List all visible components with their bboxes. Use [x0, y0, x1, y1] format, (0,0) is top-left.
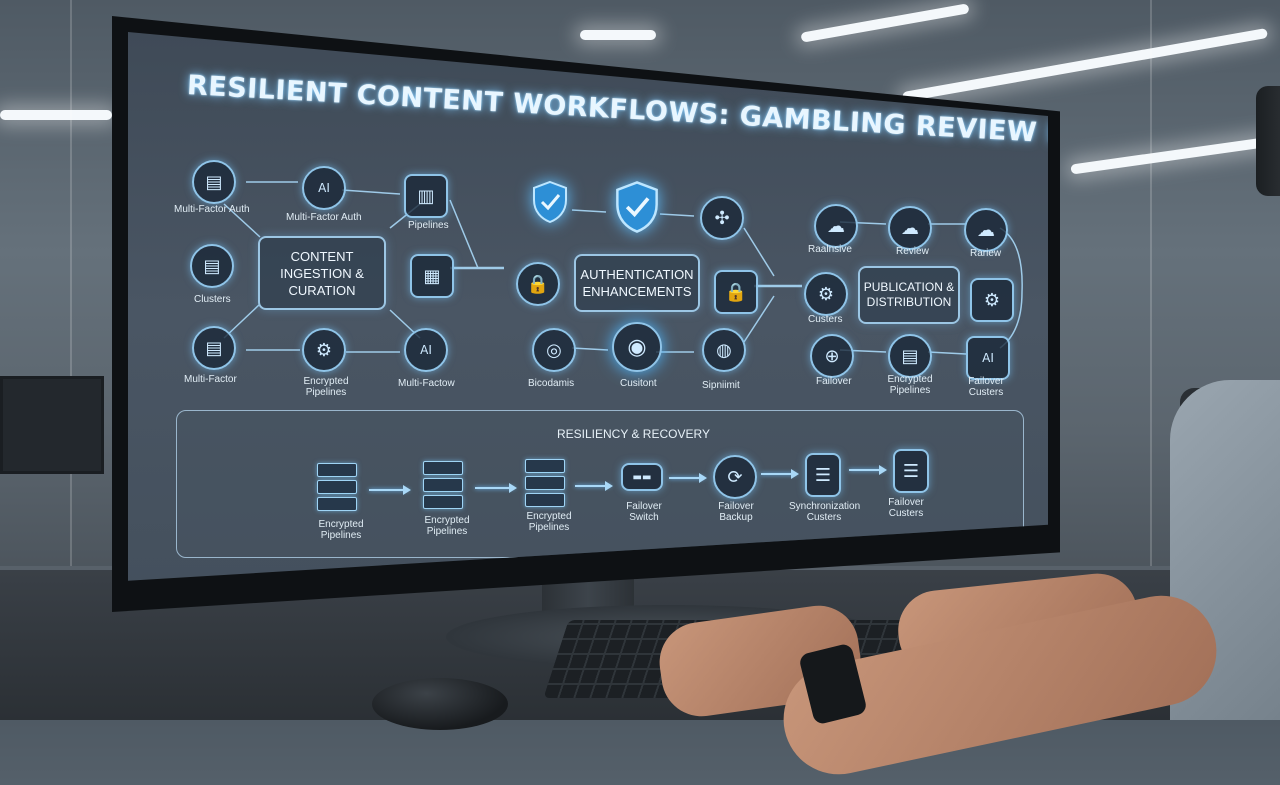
lock-icon: 🔒 — [714, 270, 758, 314]
cloud-icon: ☁ — [814, 204, 858, 248]
network-switch-icon: ▬▬ — [621, 463, 663, 491]
node-label: Sipniimit — [702, 380, 740, 391]
computer-mouse — [372, 678, 508, 730]
shield-check-icon — [612, 180, 662, 234]
cloud-icon: ☁ — [964, 208, 1008, 252]
node-label: Failover Custers — [888, 497, 924, 519]
server-rack-icon: ▦ — [410, 254, 454, 298]
document-icon: ▤ — [190, 244, 234, 288]
node-label: Synchronization Custers — [789, 501, 861, 523]
document-icon: ▥ — [404, 174, 448, 218]
node-label: Review — [896, 246, 929, 257]
flow-arrow — [669, 473, 707, 483]
monitor-screen: RESILIENT CONTENT WORKFLOWS: GAMBLING RE… — [128, 32, 1048, 581]
recovery-title: RESILIENCY & RECOVERY — [557, 427, 710, 441]
node-label: Encrypted Pipelines — [887, 374, 933, 396]
ceiling-light — [800, 3, 970, 43]
ceiling-light — [1070, 135, 1280, 175]
gear-icon: ⚙ — [970, 278, 1014, 322]
connector-lines — [223, 181, 1023, 355]
node-label: Bicodamis — [528, 378, 575, 389]
glass-partition — [1150, 0, 1152, 720]
database-icon: ☰ — [893, 449, 929, 493]
node-label: Pipelines — [408, 220, 449, 231]
server-rack-icon — [317, 463, 357, 511]
node-label: Encrypted Pipelines — [526, 511, 572, 533]
node-label: Multi-Factow — [398, 378, 455, 389]
node-label: Failover Backup — [718, 501, 754, 523]
node-label: Failover Custers — [968, 376, 1004, 398]
ceiling-light — [901, 27, 1269, 103]
node-label: Failover Switch — [626, 501, 662, 523]
document-icon: ▤ — [888, 334, 932, 378]
content-ingestion-box: CONTENT INGESTION & CURATION — [258, 236, 386, 310]
server-rack-icon — [525, 459, 565, 507]
node-label: Failover — [816, 376, 852, 387]
ai-chip-icon: AI — [404, 328, 448, 372]
fingerprint-icon: ◎ — [532, 328, 576, 372]
background-monitor — [0, 376, 104, 474]
fingerprint-icon: ◍ — [702, 328, 746, 372]
cloud-icon: ☁ — [888, 206, 932, 250]
network-node-icon: ✣ — [700, 196, 744, 240]
lock-icon: 🔒 — [516, 262, 560, 306]
node-label: Custers — [808, 314, 843, 325]
node-label: Encrypted Pipelines — [424, 515, 470, 537]
ceiling-light — [580, 30, 656, 40]
database-icon: ☰ — [805, 453, 841, 497]
node-label: Encrypted Pipelines — [303, 376, 349, 398]
flow-arrow — [475, 483, 517, 493]
network-node-icon: ⊕ — [810, 334, 854, 378]
node-label: Clusters — [194, 294, 231, 305]
node-label: Multi-Factor — [184, 374, 237, 385]
node-label: Raalnsive — [808, 244, 852, 255]
authentication-box: AUTHENTICATION ENHANCEMENTS — [574, 254, 700, 312]
node-label: Multi-Factor Auth — [174, 204, 250, 215]
flow-arrow — [369, 485, 411, 495]
document-icon: ▤ — [192, 326, 236, 370]
node-label: Encrypted Pipelines — [318, 519, 364, 541]
shield-check-icon — [530, 180, 570, 224]
server-rack-icon — [423, 461, 463, 509]
ai-chip-icon: AI — [966, 336, 1010, 380]
flow-arrow — [849, 465, 887, 475]
flow-arrow — [761, 469, 799, 479]
ai-chip-icon: AI — [302, 166, 346, 210]
gear-icon: ⚙ — [302, 328, 346, 372]
ceiling-light — [0, 110, 112, 120]
glass-partition — [70, 0, 72, 720]
gear-icon: ⚙ — [804, 272, 848, 316]
node-label: Multi-Factor Auth — [286, 212, 362, 223]
publication-box: PUBLICATION & DISTRIBUTION — [858, 266, 960, 324]
fingerprint-icon: ◉ — [612, 322, 662, 372]
document-icon: ▤ — [192, 160, 236, 204]
node-label: Cusitont — [620, 378, 657, 389]
person-head — [1256, 86, 1280, 196]
backup-icon: ⟳ — [713, 455, 757, 499]
node-label: Rariew — [970, 248, 1002, 259]
flow-arrow — [575, 481, 613, 491]
